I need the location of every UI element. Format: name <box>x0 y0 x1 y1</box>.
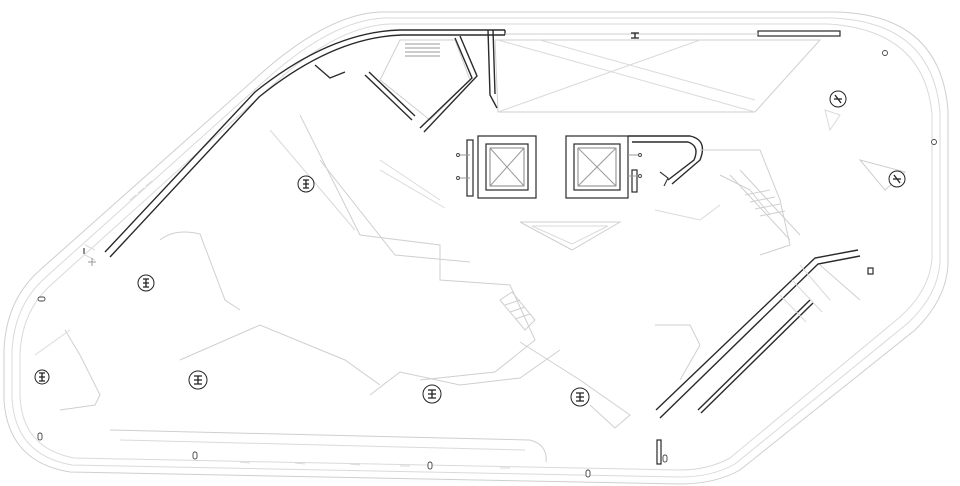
column-marker-icon <box>829 90 847 108</box>
door-markers <box>456 153 642 180</box>
interior-partitions <box>34 109 907 463</box>
column-marker-icon <box>888 170 906 188</box>
column-marker-icon <box>137 274 155 292</box>
stair-run-east <box>729 169 801 241</box>
bollard-icon <box>882 50 888 56</box>
elevator-core-left <box>466 135 537 199</box>
column-marker-icon <box>631 32 639 39</box>
column-markers <box>34 32 906 407</box>
bollard-icon <box>192 451 198 460</box>
atrium-void <box>494 39 822 113</box>
west-entrance-detail <box>83 248 96 266</box>
column-marker-icon <box>34 369 50 385</box>
stair-small-south <box>499 291 536 331</box>
void-triangle-center <box>519 221 622 251</box>
ramp-walls-east <box>655 249 874 465</box>
bollard-icon <box>931 139 937 145</box>
bollard-icon <box>427 461 433 470</box>
perimeter-planting <box>84 180 510 469</box>
elevator-core-icon <box>466 139 474 197</box>
bollard-icon <box>585 469 591 478</box>
column-marker-icon <box>188 370 208 390</box>
outer-slab-outline <box>3 11 949 485</box>
column-marker-icon <box>422 384 442 404</box>
bollard-icon <box>37 296 46 302</box>
bollard-icon <box>662 454 668 463</box>
stair-core-north <box>314 29 498 133</box>
column-marker-icon <box>297 175 315 193</box>
column-marker-icon <box>570 387 590 407</box>
stair-icon <box>744 189 786 217</box>
bollards <box>37 50 937 478</box>
north-facade-wall <box>104 29 841 258</box>
elevator-core-right <box>565 135 704 199</box>
stair-icon <box>405 43 440 57</box>
bollard-icon <box>37 432 43 441</box>
